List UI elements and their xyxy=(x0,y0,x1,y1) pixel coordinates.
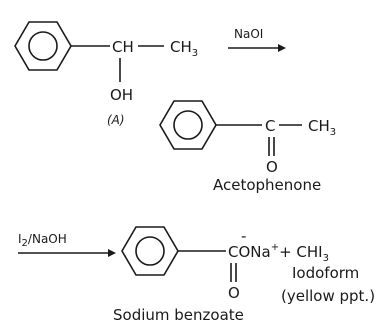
step1-reagent: NaOI xyxy=(234,27,263,41)
aromatic-circle-benzoate xyxy=(135,236,165,266)
sodium-benzoate-name: Sodium benzoate xyxy=(113,306,244,324)
compound-a-label: (A) xyxy=(107,113,125,127)
iodoform-name: Iodoform xyxy=(292,264,359,282)
oh-label: OH xyxy=(110,86,133,104)
negative-charge: - xyxy=(241,227,246,245)
arrow-head-1 xyxy=(278,44,286,52)
ch-label: CH xyxy=(112,38,134,56)
step2-arrow: I2/NaOH xyxy=(18,232,116,257)
ch3-label-reactant: CH3 xyxy=(170,38,198,59)
carbonyl-carbon-label: C xyxy=(265,117,275,135)
benzene-ring-reactant xyxy=(14,21,72,71)
carbonyl-oxygen-label: O xyxy=(266,158,278,176)
carboxylate-oxygen-label: O xyxy=(228,284,240,302)
products-structure: - CONa++ CHI3 O Sodium benzoate Iodoform… xyxy=(113,226,375,324)
step2-reagent: I2/NaOH xyxy=(18,232,67,249)
arrow-head-2 xyxy=(108,249,116,257)
carboxylate-label: CONa++ CHI3 xyxy=(228,242,329,264)
ch3-label-acetophenone: CH3 xyxy=(308,117,336,138)
aromatic-circle-reactant xyxy=(28,31,58,61)
reactant-structure: CH CH3 OH (A) xyxy=(14,21,198,127)
benzene-ring-acetophenone xyxy=(159,100,217,150)
acetophenone-name: Acetophenone xyxy=(213,176,321,194)
iodoform-note: (yellow ppt.) xyxy=(281,287,375,305)
benzene-ring-benzoate xyxy=(121,226,179,276)
acetophenone-structure: C CH3 O Acetophenone xyxy=(159,100,336,194)
step1-arrow: NaOI xyxy=(228,27,286,52)
aromatic-circle-acetophenone xyxy=(173,110,203,140)
